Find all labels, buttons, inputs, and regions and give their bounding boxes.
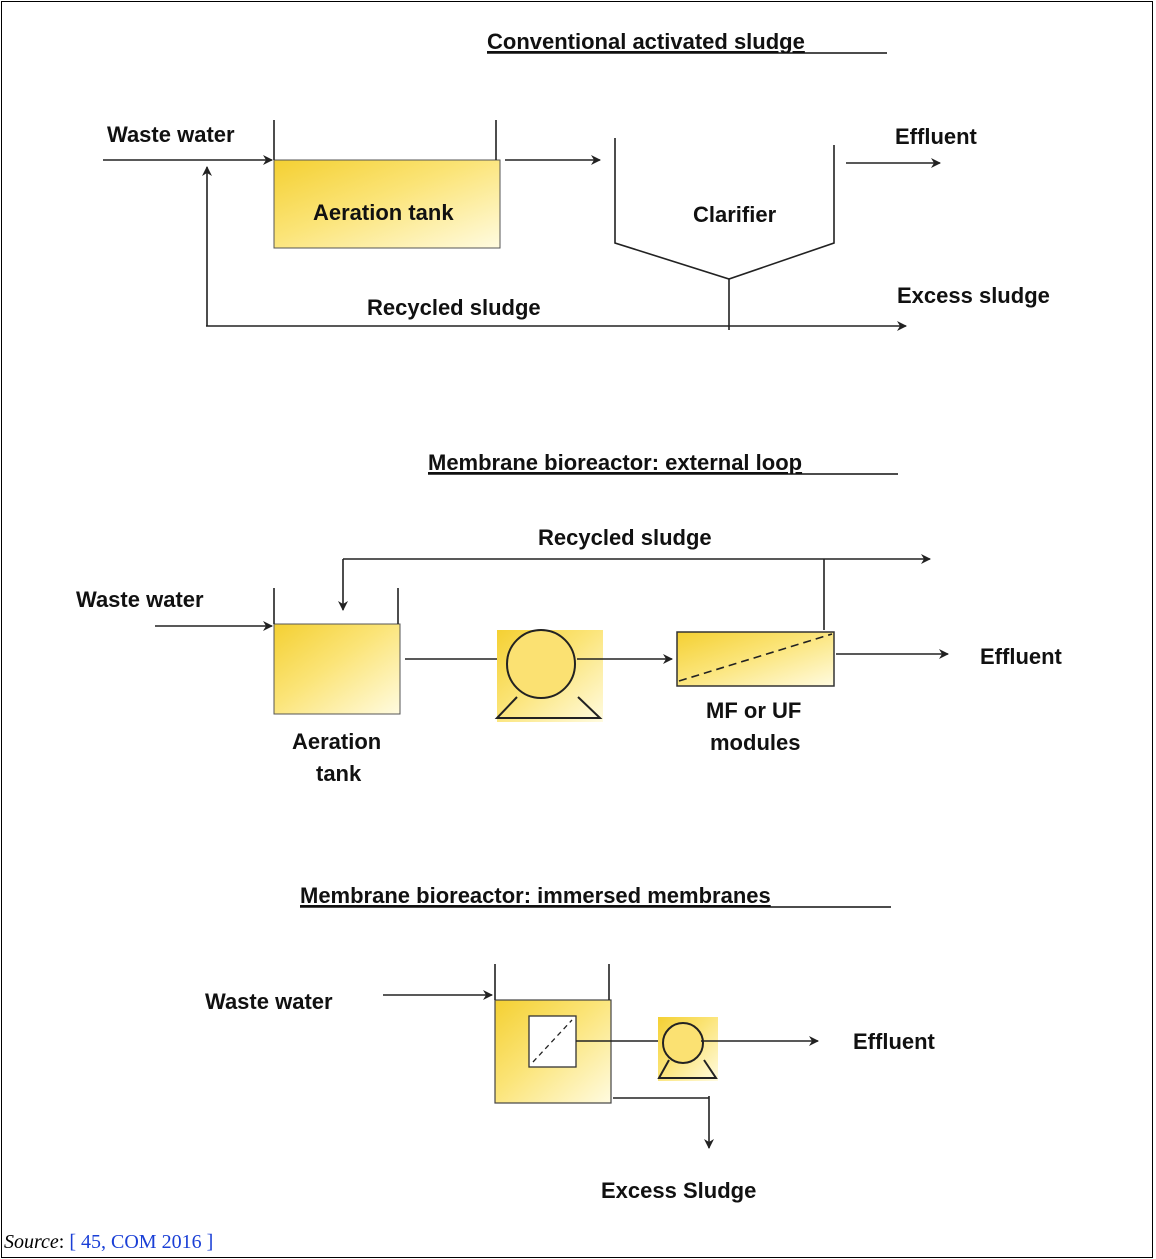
diagram2-title: Membrane bioreactor: external loop bbox=[428, 450, 802, 475]
diagram1-clarifier-label: Clarifier bbox=[693, 202, 777, 227]
diagram2-modules-label-2: modules bbox=[710, 730, 800, 755]
diagram1-recycled-sludge-label: Recycled sludge bbox=[367, 295, 541, 320]
source-separator: : bbox=[58, 1231, 70, 1253]
diagram2-pump-icon bbox=[494, 629, 603, 722]
diagram2-aeration-tank bbox=[273, 623, 401, 715]
diagram3-immersed-membrane bbox=[528, 1015, 577, 1068]
diagram-mbr-immersed-membranes: Membrane bioreactor: immersed membranes … bbox=[205, 883, 936, 1203]
diagram1-effluent-label: Effluent bbox=[895, 124, 978, 149]
diagram2-effluent-label: Effluent bbox=[980, 644, 1063, 669]
diagram2-aeration-label-1: Aeration bbox=[292, 729, 381, 754]
diagram3-effluent-label: Effluent bbox=[853, 1029, 936, 1054]
source-label: Source bbox=[4, 1231, 59, 1253]
diagram1-aeration-tank bbox=[273, 159, 501, 249]
source-caption: Source: [ 45, COM 2016 ] bbox=[4, 1231, 213, 1254]
diagram3-excess-sludge-label: Excess Sludge bbox=[601, 1178, 756, 1203]
diagram2-waste-water-label: Waste water bbox=[76, 587, 204, 612]
source-reference-link[interactable]: [ 45, COM 2016 ] bbox=[69, 1231, 214, 1253]
diagram3-title: Membrane bioreactor: immersed membranes bbox=[300, 883, 771, 908]
diagram2-aeration-label-2: tank bbox=[316, 761, 362, 786]
diagram3-waste-water-label: Waste water bbox=[205, 989, 333, 1014]
diagram3-pump-icon bbox=[657, 1017, 718, 1081]
diagram-conventional-activated-sludge: Conventional activated sludge Waste wate… bbox=[103, 29, 1050, 331]
diagram1-title: Conventional activated sludge bbox=[487, 29, 805, 54]
diagram1-aeration-tank-label: Aeration tank bbox=[313, 200, 454, 225]
diagram1-waste-water-label: Waste water bbox=[107, 122, 235, 147]
diagram1-excess-sludge-label: Excess sludge bbox=[897, 283, 1050, 308]
diagram2-modules-label-1: MF or UF bbox=[706, 698, 801, 723]
diagram2-membrane-module bbox=[676, 631, 835, 687]
diagram-mbr-external-loop: Membrane bioreactor: external loop Recyc… bbox=[76, 450, 1063, 786]
diagram2-recycled-sludge-label: Recycled sludge bbox=[538, 525, 712, 550]
